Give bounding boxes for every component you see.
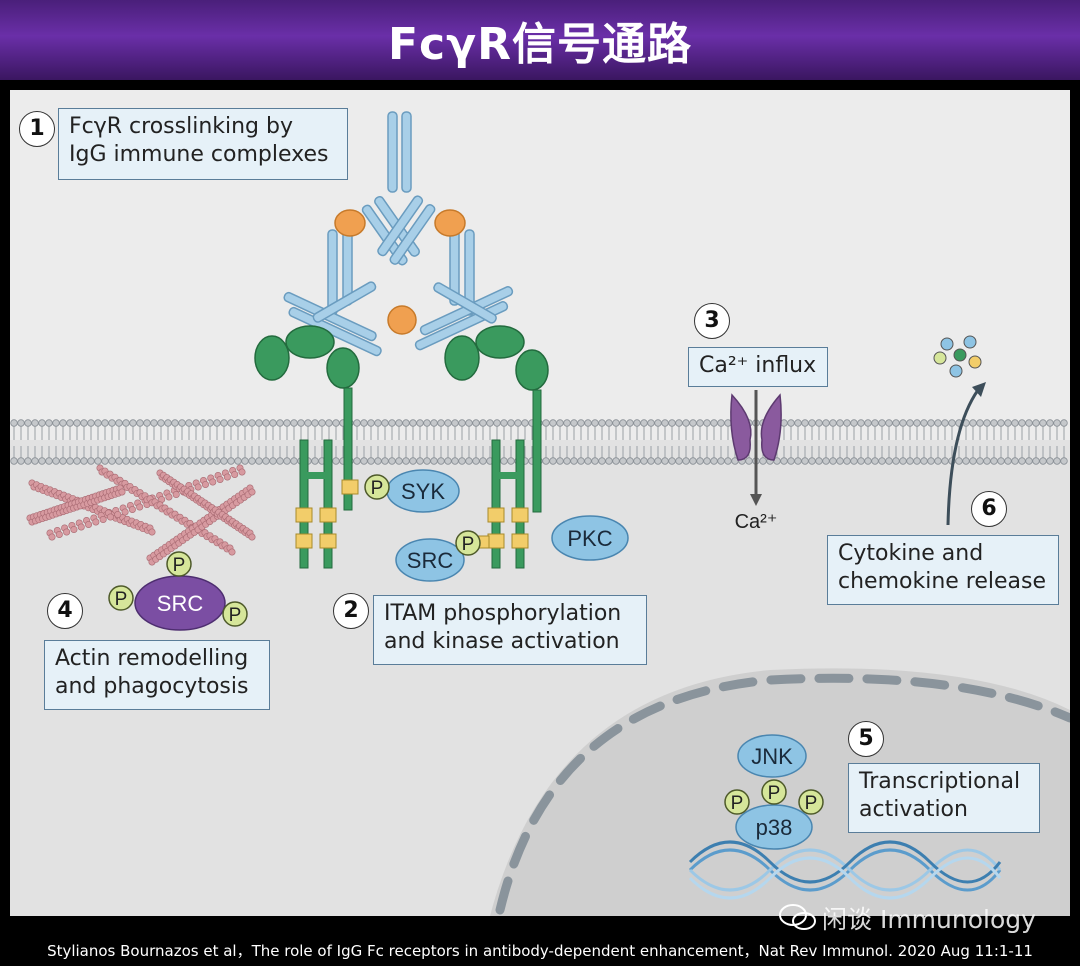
wechat-icon <box>779 904 816 930</box>
phosphate-8: P <box>798 789 824 815</box>
jnk-kinase: JNK <box>737 734 807 778</box>
phosphate-3: P <box>166 551 192 577</box>
step-2-number: 2 <box>333 593 369 629</box>
phosphate-label: P <box>768 783 781 804</box>
phosphate-1: P <box>364 474 390 500</box>
fcgr-receptor-left <box>254 325 360 569</box>
step-4-label: Actin remodelling and phagocytosis <box>44 640 270 710</box>
phosphate-label: P <box>462 534 475 555</box>
phosphate-label: P <box>371 478 384 499</box>
step-5-label: Transcriptional activation <box>848 763 1040 833</box>
src-actin-label: SRC <box>157 591 204 616</box>
phosphate-label: P <box>731 793 744 814</box>
phosphate-label: P <box>173 555 186 576</box>
pkc-label: PKC <box>567 526 612 551</box>
step-1-number: 1 <box>19 111 55 147</box>
pathway-diagram: SYK SRC PKC SRC JNK p38 P <box>10 111 1070 916</box>
syk-label: SYK <box>401 479 445 504</box>
citation-footer: Stylianos Bournazos et al，The role of Ig… <box>47 942 1033 960</box>
step-3-number: 3 <box>694 303 730 339</box>
phosphate-label: P <box>229 605 242 626</box>
page-title: FcγR信号通路 <box>388 19 692 70</box>
step-6-label: Cytokine and chemokine release <box>827 535 1059 605</box>
phosphate-label: P <box>115 589 128 610</box>
actin-filaments <box>26 464 256 566</box>
cell-membrane <box>10 419 1068 465</box>
step-6-number: 6 <box>971 491 1007 527</box>
phosphate-groups: P P P P P P P P <box>108 474 824 815</box>
syk-kinase: SYK <box>386 469 460 513</box>
step-1-label: FcγR crosslinking by IgG immune complexe… <box>58 108 348 180</box>
step-5-number: 5 <box>848 721 884 757</box>
phosphate-2: P <box>455 530 481 556</box>
igg-immune-complex <box>283 111 514 357</box>
p38-kinase: p38 <box>735 804 813 850</box>
phosphate-4: P <box>108 585 134 611</box>
hinge-regions <box>334 209 466 335</box>
pkc-kinase: PKC <box>551 515 629 561</box>
step-2-label: ITAM phosphorylation and kinase activati… <box>373 595 647 665</box>
dna-helix <box>688 840 1002 900</box>
step-4-number: 4 <box>47 593 83 629</box>
calcium-label: Ca²⁺ <box>735 511 778 533</box>
calcium-channel: Ca²⁺ <box>730 390 782 533</box>
jnk-label: JNK <box>751 744 793 769</box>
p38-label: p38 <box>756 815 793 840</box>
cytokine-particles <box>933 335 982 378</box>
src-kinase: SRC <box>395 538 465 582</box>
phosphate-7: P <box>761 779 787 805</box>
watermark: 闲谈 Immunology <box>822 905 1036 934</box>
src-actin-kinase: SRC <box>134 575 226 631</box>
header-bar: FcγR信号通路 <box>0 0 1080 80</box>
src-label: SRC <box>407 548 454 573</box>
nuclear-envelope <box>495 673 1070 915</box>
diagram-panel: SYK SRC PKC SRC JNK p38 P <box>10 90 1070 916</box>
fcgr-receptor-right <box>444 325 549 569</box>
release-arrow <box>946 389 980 526</box>
phosphate-6: P <box>724 789 750 815</box>
step-3-label: Ca²⁺ influx <box>688 347 828 387</box>
phosphate-label: P <box>805 793 818 814</box>
phosphate-5: P <box>222 601 248 627</box>
